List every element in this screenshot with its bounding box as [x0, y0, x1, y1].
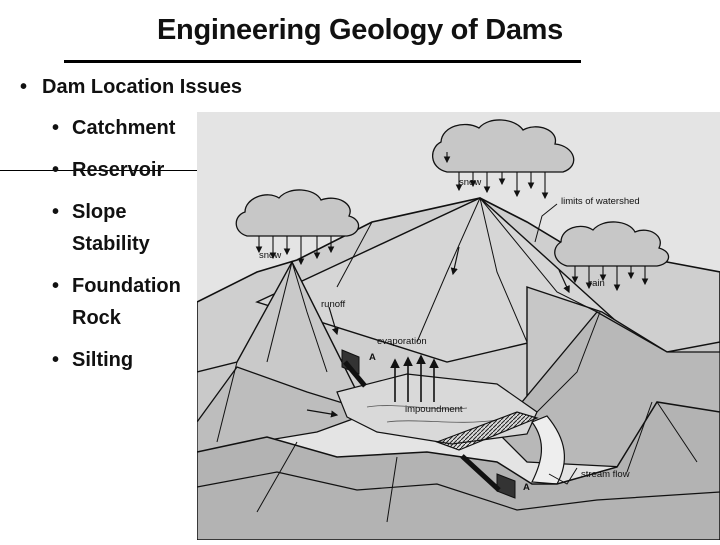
bullet-dot: •	[52, 270, 72, 302]
subbullet-text: Catchment	[72, 112, 175, 144]
subbullet-text: Foundation Rock	[72, 270, 184, 334]
bullet-dot: •	[52, 196, 72, 228]
title-underline	[64, 60, 581, 63]
subbullet-foundation-rock: •Foundation Rock	[52, 270, 192, 334]
subbullet-text: Reservoir	[72, 154, 164, 186]
subbullet-text: Silting	[72, 344, 133, 376]
bullet-dot: •	[52, 112, 72, 144]
rain-label: rain	[589, 278, 605, 289]
evaporation-label: evaporation	[377, 336, 427, 347]
watershed-diagram: snow snow rain limits of watershed runof…	[197, 112, 720, 540]
subbullet-silting: •Silting	[52, 344, 133, 376]
snow-label-left: snow	[259, 250, 281, 261]
section-a-label-bottom: A	[523, 482, 530, 493]
runoff-label: runoff	[321, 299, 345, 310]
main-bullet: •Dam Location Issues	[20, 76, 242, 99]
bullet-dot: •	[20, 76, 42, 99]
slide-title: Engineering Geology of Dams	[0, 14, 720, 47]
bullet-dot: •	[52, 154, 72, 186]
subbullet-text: Slope Stability	[72, 196, 168, 260]
snow-label-right: snow	[459, 177, 481, 188]
subbullet-catchment: •Catchment	[52, 112, 175, 144]
stream-flow-label: stream flow	[581, 469, 630, 480]
impoundment-label: impoundment	[405, 404, 463, 415]
section-a-label-top: A	[369, 352, 376, 363]
subbullet-slope-stability: •Slope Stability	[52, 196, 172, 260]
main-bullet-text: Dam Location Issues	[42, 76, 242, 98]
watershed-limits-label: limits of watershed	[561, 196, 640, 207]
subbullet-reservoir: •Reservoir	[52, 154, 164, 186]
bullet-dot: •	[52, 344, 72, 376]
watershed-illustration: snow snow rain limits of watershed runof…	[197, 112, 720, 540]
